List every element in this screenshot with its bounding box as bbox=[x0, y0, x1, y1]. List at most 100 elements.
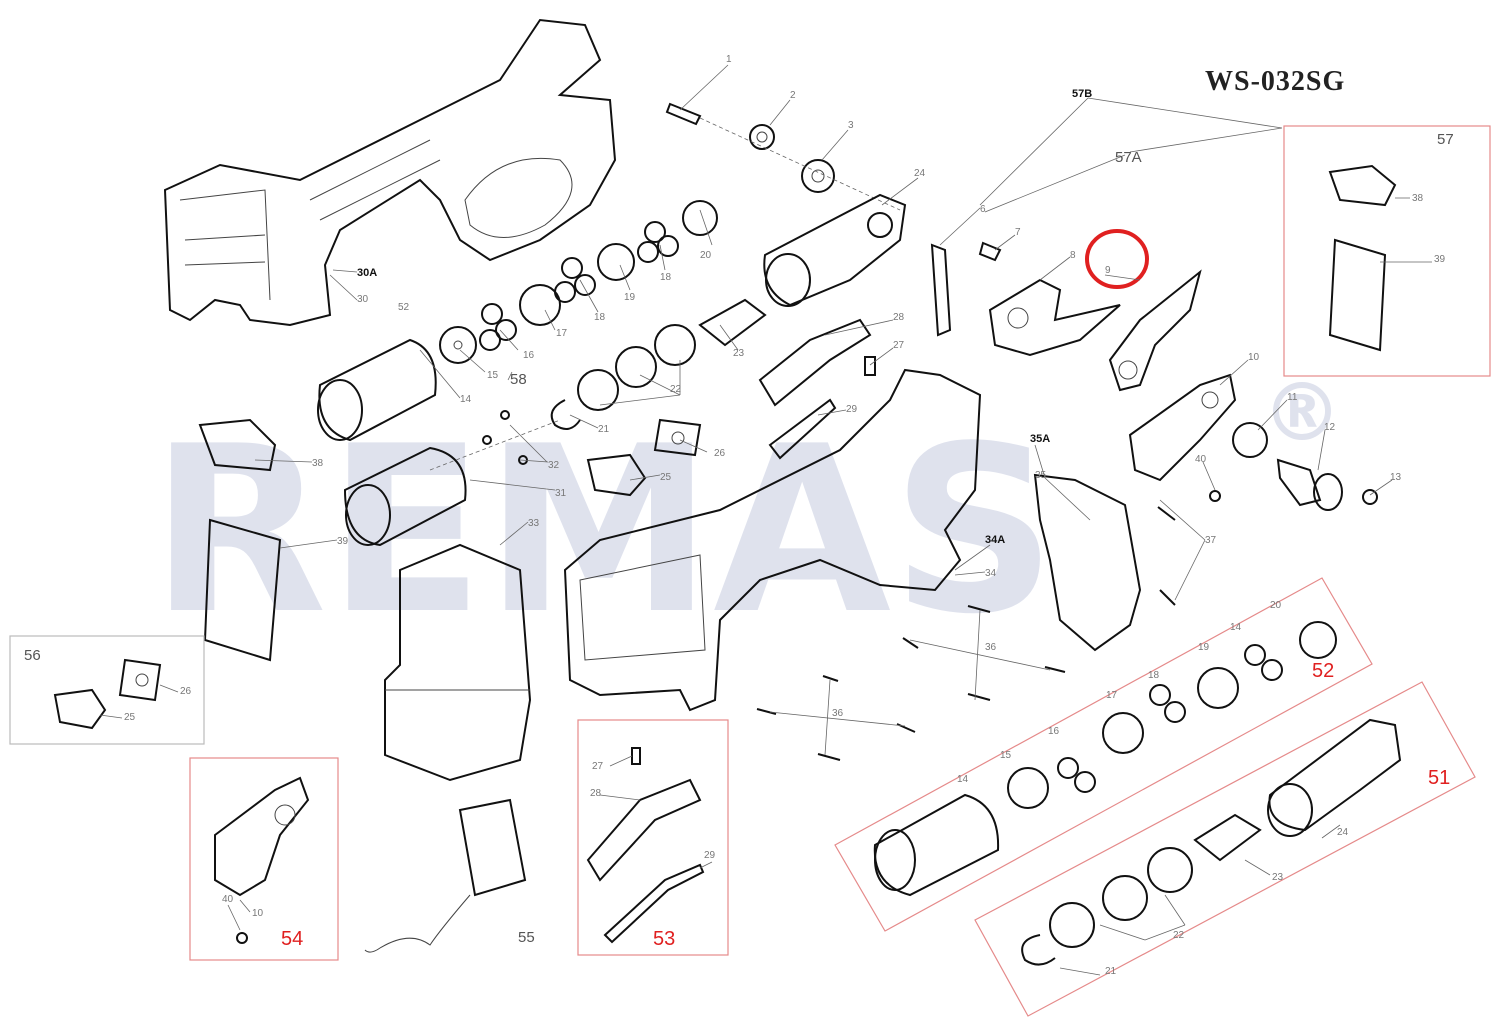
callout-58: 58 bbox=[510, 371, 527, 388]
callout-30a: 30A bbox=[357, 267, 377, 279]
watermark: REMAS ® bbox=[150, 366, 1342, 665]
callout-13: 13 bbox=[1390, 472, 1402, 483]
group-52-item-20: 20 bbox=[1270, 600, 1282, 611]
callout-34: 34 bbox=[985, 568, 997, 579]
callout-11: 11 bbox=[1287, 392, 1298, 403]
planet-gears-16 bbox=[479, 303, 517, 351]
group-52-item-19: 19 bbox=[1198, 642, 1210, 653]
group-55-charger: 55 bbox=[364, 798, 535, 953]
callout-35a: 35A bbox=[1030, 433, 1050, 445]
blade-plate-6 bbox=[930, 243, 952, 337]
planet-carrier-20 bbox=[682, 200, 718, 236]
callout-52-left: 52 bbox=[398, 302, 410, 313]
callout-39: 39 bbox=[337, 536, 349, 547]
callout-37: 37 bbox=[1205, 535, 1217, 546]
group-54-item-10: 10 bbox=[252, 908, 264, 919]
group-52-item-15: 15 bbox=[1000, 750, 1012, 761]
bracket-29 bbox=[768, 398, 837, 460]
callout-8: 8 bbox=[1070, 250, 1076, 261]
callout-6: 6 bbox=[980, 204, 986, 215]
callout-9: 9 bbox=[1105, 265, 1111, 276]
pin-7 bbox=[978, 241, 1002, 262]
cover-35 bbox=[1033, 473, 1142, 652]
group-51-item-22: 22 bbox=[1173, 930, 1185, 941]
watermark-registered-mark: ® bbox=[1262, 366, 1342, 459]
group-53-label: 53 bbox=[653, 928, 675, 950]
main-body bbox=[563, 368, 982, 712]
group-56-item-25: 25 bbox=[124, 712, 136, 723]
group-53-item-27: 27 bbox=[592, 761, 604, 772]
group-57: 57 38 39 bbox=[1283, 125, 1491, 377]
group-52-item-17: 17 bbox=[1106, 690, 1118, 701]
callout-57a: 57A bbox=[1115, 149, 1142, 166]
group-51-item-21: 21 bbox=[1105, 966, 1117, 977]
group-52: 20 14 19 18 17 16 15 14 52 bbox=[834, 577, 1373, 932]
group-52-item-18: 18 bbox=[1148, 670, 1160, 681]
planet-gears-18b bbox=[554, 257, 596, 303]
retaining-ring-21 bbox=[550, 399, 581, 430]
callout-28: 28 bbox=[893, 312, 905, 323]
group-51-label: 51 bbox=[1428, 767, 1450, 789]
callout-labels: 30A 30 1 2 3 24 20 18 19 18 17 16 52 15 … bbox=[312, 54, 1402, 719]
callout-10: 10 bbox=[1248, 352, 1260, 363]
pcb-39 bbox=[203, 518, 282, 662]
group-53: 27 28 29 53 bbox=[577, 719, 729, 956]
battery-33 bbox=[384, 543, 532, 782]
gear-sector-10 bbox=[1128, 373, 1237, 482]
callout-18a: 18 bbox=[660, 272, 672, 283]
gear-small bbox=[749, 124, 775, 150]
callout-12: 12 bbox=[1324, 422, 1336, 433]
planet-gears-18a bbox=[637, 221, 679, 263]
gear-housing-14 bbox=[317, 338, 437, 442]
trigger-25 bbox=[586, 453, 647, 497]
bolt-12 bbox=[1276, 458, 1343, 511]
group-55-label: 55 bbox=[518, 929, 535, 946]
callout-36-bottom: 36 bbox=[832, 708, 844, 719]
blade-9 bbox=[1108, 269, 1202, 392]
group-51: 24 23 22 21 51 bbox=[974, 681, 1476, 1017]
carrier-19 bbox=[597, 243, 635, 281]
group-54-label: 54 bbox=[281, 928, 303, 950]
blade-8 bbox=[988, 278, 1121, 357]
group-57-label: 57 bbox=[1437, 131, 1454, 148]
callout-17: 17 bbox=[556, 328, 568, 339]
screw-40 bbox=[1209, 490, 1221, 502]
group-54-item-40: 40 bbox=[222, 894, 234, 905]
callout-40: 40 bbox=[1195, 454, 1207, 465]
spring-27 bbox=[864, 356, 876, 376]
callout-29: 29 bbox=[846, 404, 858, 415]
leader-lines bbox=[254, 64, 1393, 601]
screws-32 bbox=[482, 410, 528, 465]
callout-21: 21 bbox=[598, 424, 610, 435]
motor-31 bbox=[343, 446, 467, 547]
screws-37 bbox=[1157, 506, 1176, 606]
housing-left-half bbox=[163, 18, 617, 327]
group-53-item-29: 29 bbox=[704, 850, 716, 861]
gear-large bbox=[801, 159, 835, 193]
label-26 bbox=[653, 418, 702, 457]
pinion-23 bbox=[698, 298, 767, 347]
lever-28 bbox=[758, 318, 872, 407]
group-56-label: 56 bbox=[24, 647, 41, 664]
group-54: 40 10 54 bbox=[189, 757, 339, 961]
callout-30: 30 bbox=[357, 294, 369, 305]
carrier-17 bbox=[519, 284, 561, 326]
callout-18b: 18 bbox=[594, 312, 606, 323]
callout-34a: 34A bbox=[985, 534, 1005, 546]
watermark-text: REMAS bbox=[150, 398, 1057, 665]
callout-25: 25 bbox=[660, 472, 672, 483]
callout-33: 33 bbox=[528, 518, 540, 529]
group-57-item-39: 39 bbox=[1434, 254, 1446, 265]
callout-3: 3 bbox=[848, 120, 854, 131]
model-title: WS-032SG bbox=[1205, 66, 1346, 97]
group-52-item-14b: 14 bbox=[957, 774, 969, 785]
callout-16: 16 bbox=[523, 350, 535, 361]
highlight-circle bbox=[1085, 229, 1149, 289]
callout-14: 14 bbox=[460, 394, 472, 405]
callout-27: 27 bbox=[893, 340, 905, 351]
callout-22: 22 bbox=[670, 384, 682, 395]
group-51-item-23: 23 bbox=[1272, 872, 1284, 883]
callout-38: 38 bbox=[312, 458, 324, 469]
